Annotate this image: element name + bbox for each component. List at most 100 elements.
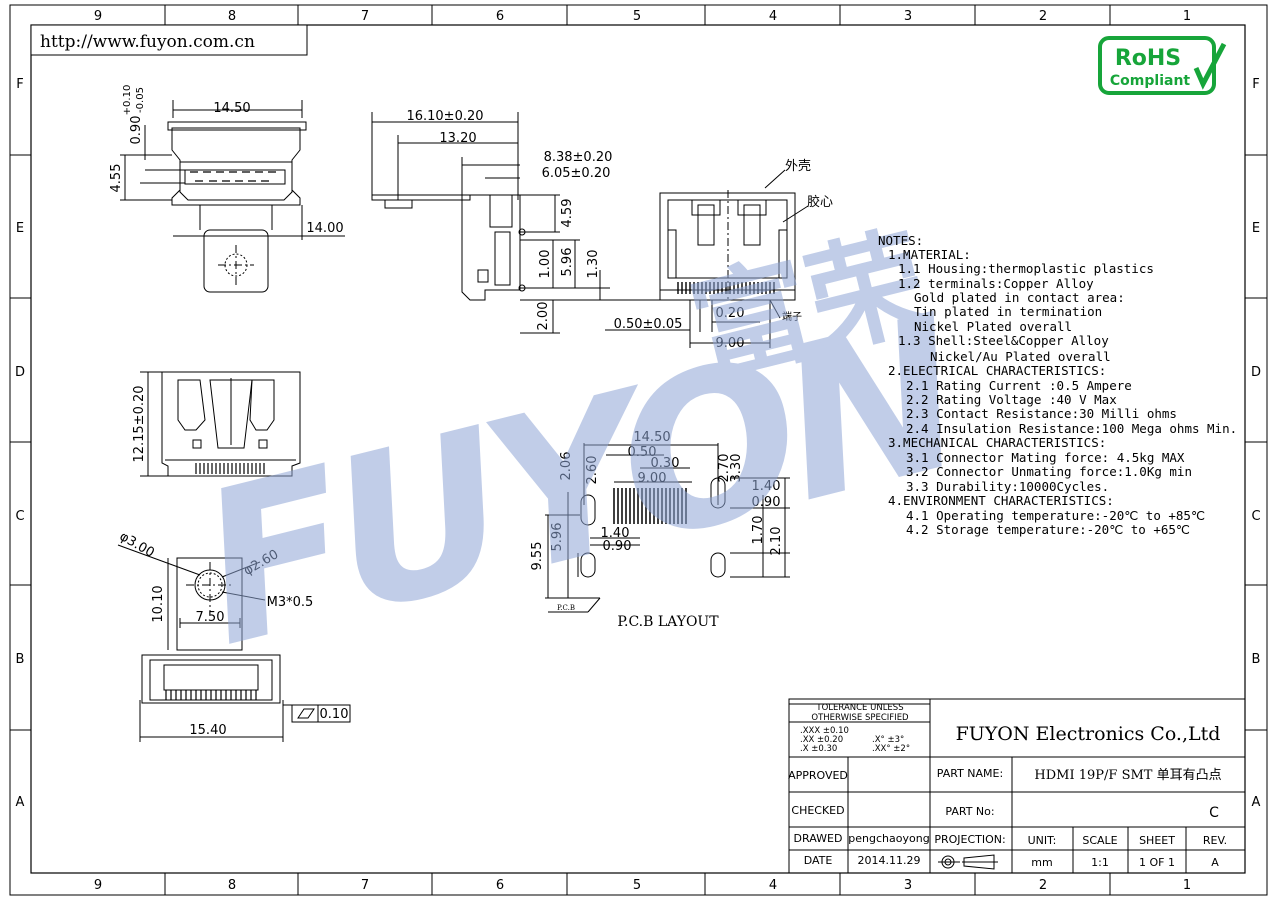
part-name: HDMI 19P/F SMT 单耳有凸点 [1034,768,1221,783]
pcb-dim-9-55: 9.55 [530,542,545,571]
date-label: DATE [804,854,833,867]
column-labels-top: 9 8 7 6 5 4 3 2 1 [94,9,1191,24]
dim-side-v2: 5.96 [560,248,575,277]
side-view [371,112,690,334]
dim-ear-w: 7.50 [196,610,225,625]
rohs-logo: RoHS Compliant [1098,36,1227,95]
label-terminal: 端子 [782,310,802,323]
pcb-ref: P.C.B [557,604,575,612]
drawing-date: 2014.11.29 [858,854,921,867]
pcb-dim-14-50: 14.50 [633,430,670,445]
unit-value: mm [1031,856,1052,869]
part-no-label: PART No: [945,805,994,818]
top-view [120,100,345,293]
dim-side-v4: 1.30 [586,250,601,279]
approved-label: APPROVED [788,769,848,782]
dim-front-span: 9.00 [716,336,745,351]
website-url: http://www.fuyon.com.cn [40,32,255,52]
pcb-dim-2-06: 2.06 [559,452,574,481]
col-label: 2 [1039,9,1047,24]
label-screw: M3*0.5 [267,595,314,610]
notes: NOTES: 1.MATERIAL: 1.1 Housing:thermopla… [878,233,1237,537]
note-line: 2.2 Rating Voltage :40 V Max [906,392,1117,407]
row-label: C [1251,509,1260,524]
pcb-dim-2-60: 2.60 [585,456,600,485]
row-label: E [1252,221,1260,236]
bottom-view [140,371,301,477]
tol-x: .X ±0.30 [800,744,837,754]
pcb-dim-1-40r: 1.40 [752,479,781,494]
row-label: E [16,221,24,236]
dim-side-d1: 16.10±0.20 [406,109,483,124]
col-label: 3 [904,9,912,24]
tol-a1: .X° ±3° [872,735,904,745]
pcb-dim-2-70: 2.70 [717,454,732,483]
dim-side-d3: 8.38±0.20 [544,150,613,165]
row-label: F [16,77,23,92]
row-label: F [1252,77,1259,92]
pcb-layout [545,443,790,613]
note-line: 1.2 terminals:Copper Alloy [898,276,1094,291]
note-line: 3.3 Durability:10000Cycles. [906,479,1109,494]
note-line: Tin plated in termination [914,304,1102,319]
label-core: 胶心 [807,194,833,210]
dim-ear-base: 15.40 [189,723,226,738]
dim-side-v5: 2.00 [536,302,551,331]
rev-value: A [1211,856,1219,869]
row-label: B [16,652,25,667]
ear-view [117,544,351,742]
dim-tol: 0.90 [129,116,144,145]
dim-side-v3: 1.00 [538,250,553,279]
note-line: 3.1 Connector Mating force: 4.5kg MAX [906,450,1185,465]
note-line: NOTES: [878,233,923,248]
note-line: 2.ELECTRICAL CHARACTERISTICS: [888,363,1106,378]
revision-letter: C [1209,805,1219,821]
col-label: 7 [361,878,369,893]
tol-xx: .XX ±0.20 [800,735,843,745]
tol-title-2: OTHERWISE SPECIFIED [811,713,909,723]
dim-tol-minus: -0.05 [135,87,146,113]
col-label: 1 [1183,9,1191,24]
note-line: 4.2 Storage temperature:-20℃ to +65℃ [906,522,1190,537]
col-label: 5 [633,9,641,24]
pcb-dim-3-30: 3.30 [729,454,744,483]
col-label: 3 [904,878,912,893]
part-name-label: PART NAME: [937,767,1003,780]
dim-front-pitch: 0.20 [716,306,745,321]
dim-side-d4: 6.05±0.20 [542,166,611,181]
watermark: FUYON 富荣 [178,211,984,693]
note-line: 1.1 Housing:thermoplastic plastics [898,261,1154,276]
note-line: Nickel/Au Plated overall [930,349,1111,364]
dim-ear-d1: φ3.00 [117,529,157,561]
pcb-pads [613,488,687,524]
note-line: 2.4 Insulation Resistance:100 Mega ohms … [906,421,1237,436]
note-line: Gold plated in contact area: [914,290,1125,305]
column-labels-bottom: 9 8 7 6 5 4 3 2 1 [94,878,1191,893]
outer-border [9,4,1268,896]
note-line: 4.ENVIRONMENT CHARACTERISTICS: [888,493,1114,508]
tol-xxx: .XXX ±0.10 [800,726,849,736]
pcb-dim-0-30: 0.30 [651,456,680,471]
tol-title-1: TOLERANCE UNLESS [815,703,903,713]
pcb-dim-9-00: 9.00 [638,471,667,486]
dim-pad: 14.00 [306,221,343,236]
top-view-pins [190,171,276,182]
tol-a2: .XX° ±2° [872,744,910,754]
pcb-dim-1-40l: 1.40 [601,526,630,541]
col-label: 2 [1039,878,1047,893]
col-label: 6 [496,878,504,893]
scale-label: SCALE [1082,834,1117,847]
col-label: 1 [1183,878,1191,893]
pcb-dim-0-50: 0.50 [628,445,657,460]
col-label: 8 [228,9,236,24]
col-label: 5 [633,878,641,893]
dim-height: 4.55 [109,164,124,193]
note-line: 1.MATERIAL: [888,247,971,262]
pcb-dim-0-90r: 0.90 [752,495,781,510]
checked-label: CHECKED [791,804,844,817]
row-label: B [1252,652,1261,667]
rev-label: REV. [1203,834,1227,847]
note-line: 4.1 Operating temperature:-20℃ to +85℃ [906,508,1205,523]
rohs-text: RoHS [1115,46,1181,71]
col-label: 7 [361,9,369,24]
